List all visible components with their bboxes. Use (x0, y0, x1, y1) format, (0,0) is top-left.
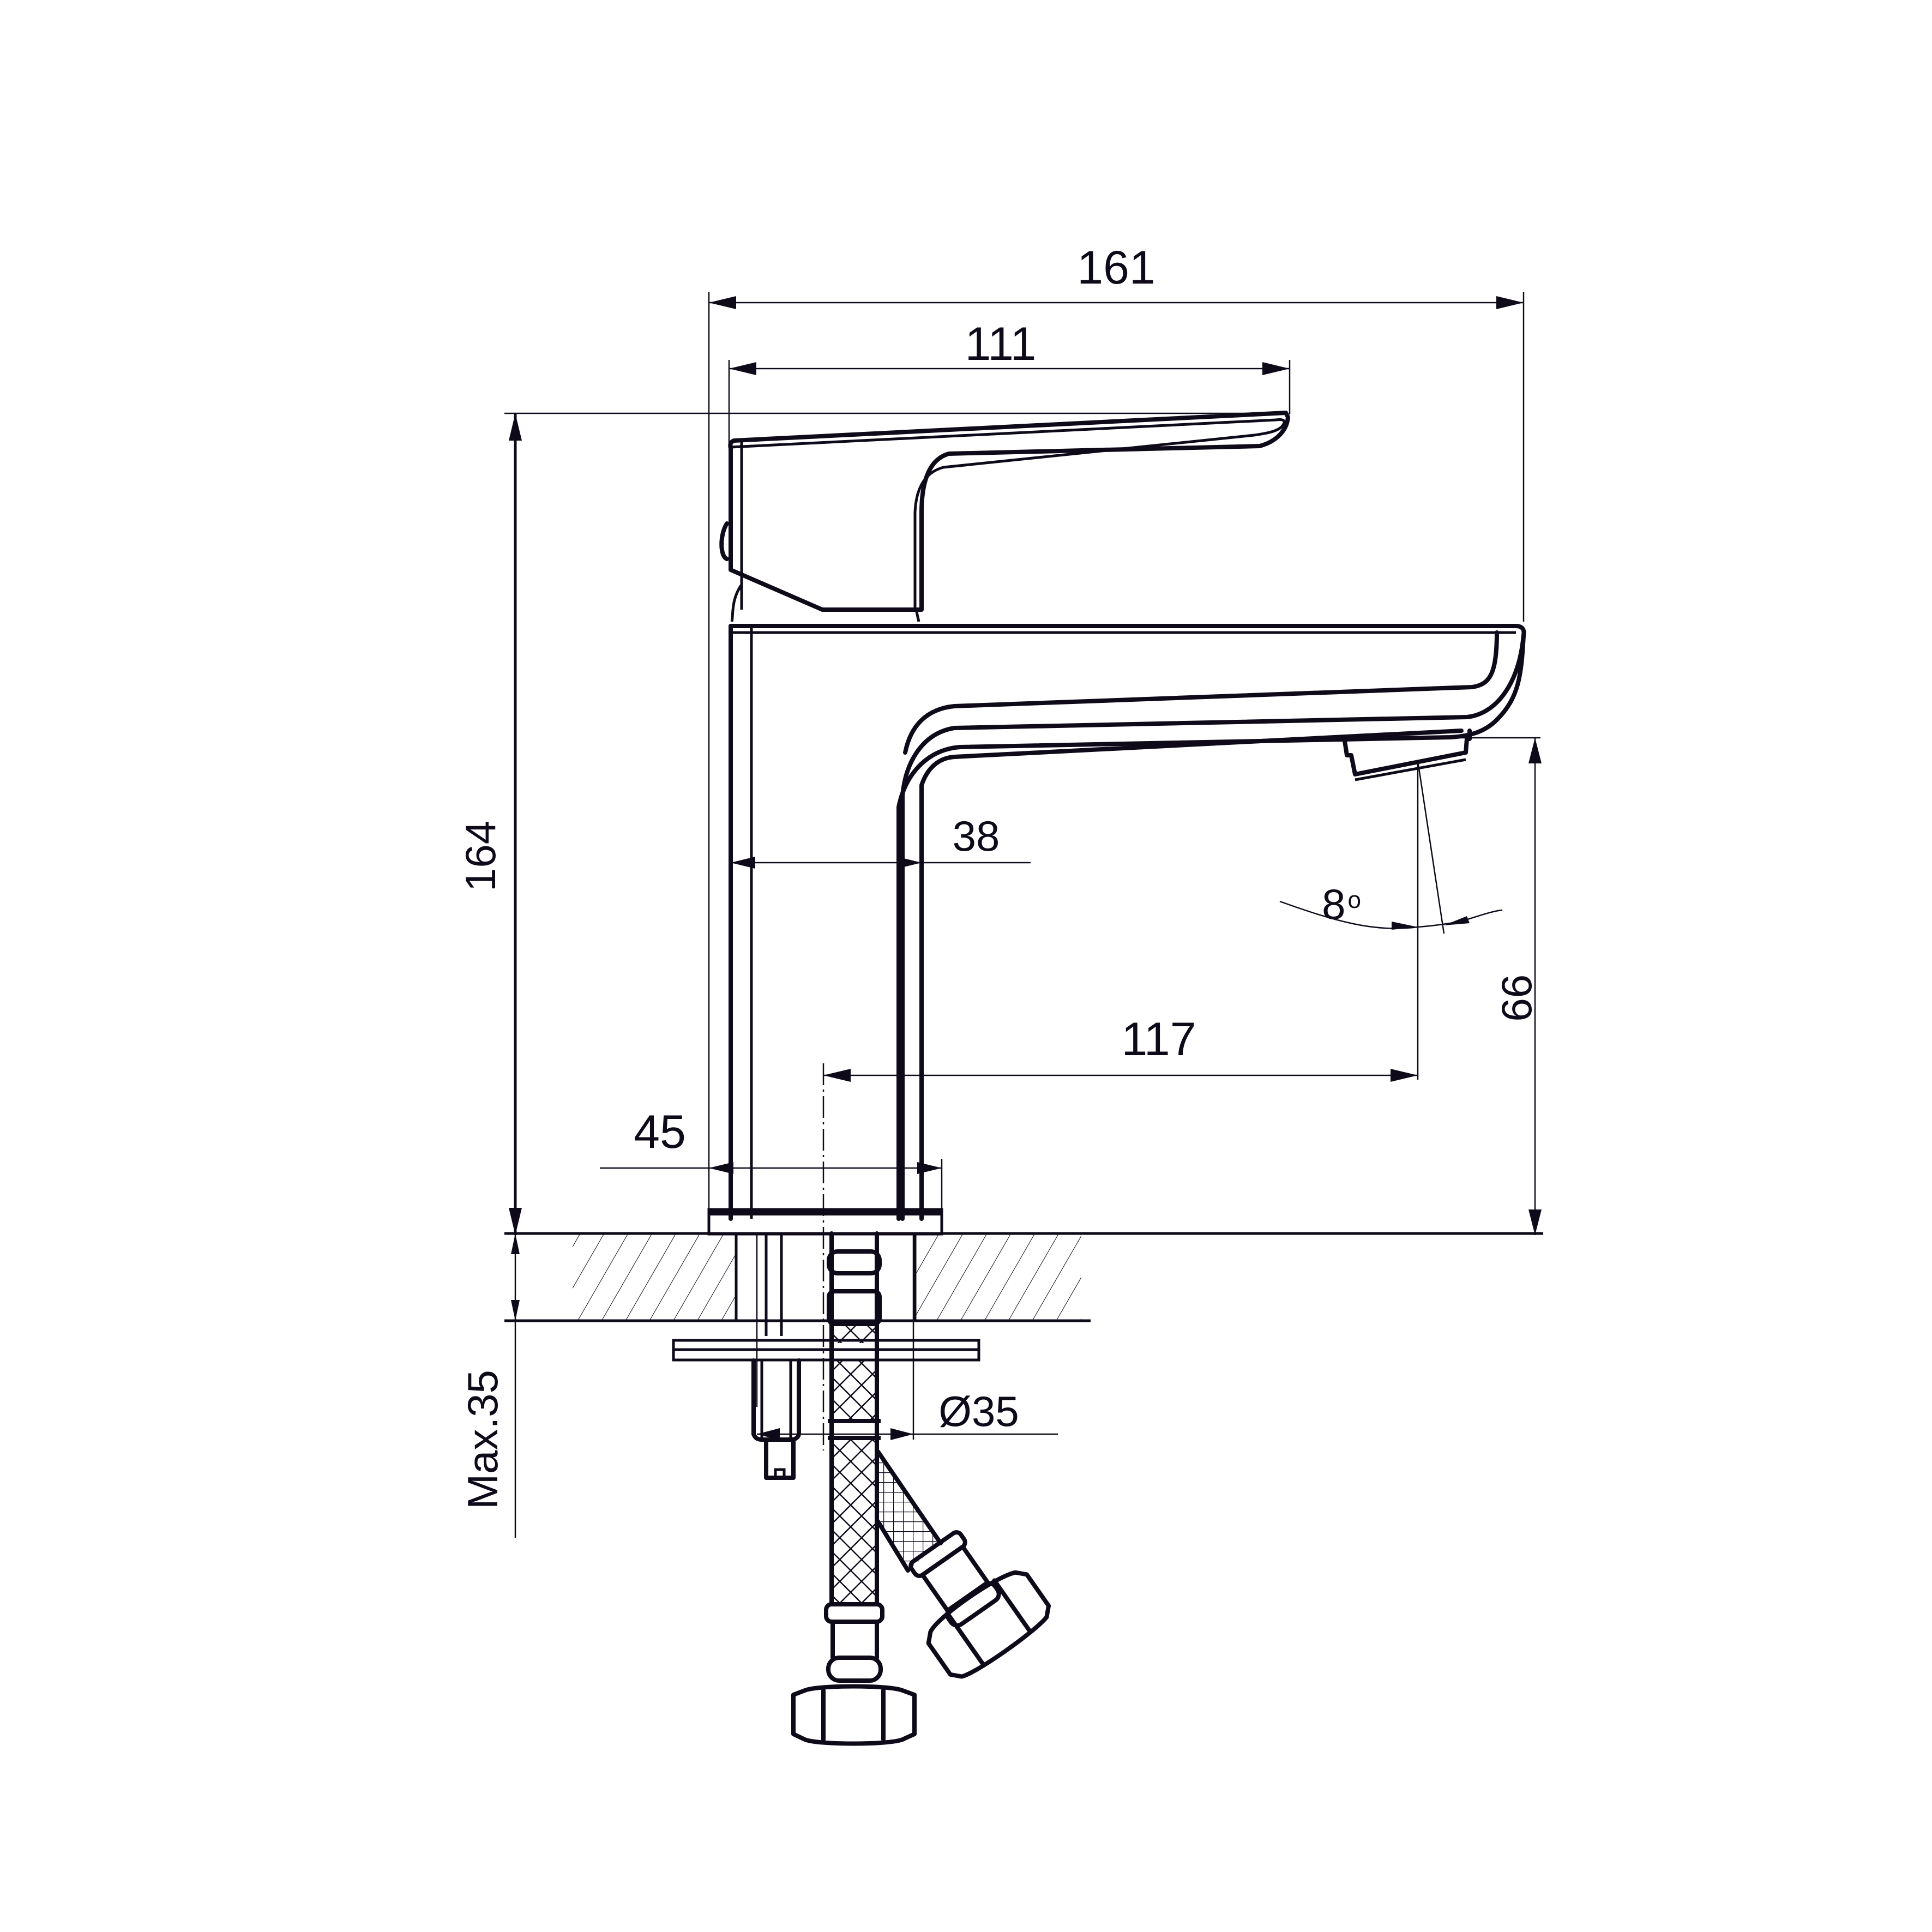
dim-label-diameter-35: Ø35 (938, 1387, 1019, 1435)
braided-hose-straight (824, 1358, 884, 1683)
dim-spout-angle: 8o (1279, 760, 1503, 1080)
dim-overall-height: 164 (456, 412, 1287, 1235)
dim-hole-diameter: Ø35 (757, 1387, 1058, 1440)
dim-label-8-degrees: 8o (1322, 880, 1361, 928)
base-flange (707, 1208, 943, 1236)
hex-nut-straight (791, 1684, 917, 1746)
dim-spout-reach: 117 (822, 1013, 1418, 1450)
dim-label-164: 164 (456, 821, 504, 892)
dim-body-width: 38 (731, 812, 1031, 869)
dim-label-117: 117 (1121, 1013, 1196, 1066)
braided-hose-angled (876, 1449, 1001, 1628)
dim-label-max-35: Max.35 (459, 1370, 507, 1509)
dim-label-45: 45 (634, 1106, 686, 1158)
dim-max-thickness: Max.35 (459, 1213, 520, 1538)
dim-base-diameter: 45 (600, 1106, 943, 1230)
lever-handle (719, 411, 1290, 622)
dim-overall-length: 161 (708, 242, 1525, 1230)
dim-label-111: 111 (965, 318, 1037, 370)
hex-nut-angled (926, 1570, 1051, 1679)
countertop-section (504, 1232, 1543, 1322)
dim-label-161: 161 (1077, 242, 1155, 294)
fixing-assembly (672, 1231, 980, 1480)
dim-lever-length: 111 (728, 318, 1291, 447)
spout-body (729, 624, 1526, 1221)
dim-spout-height: 99 (1421, 737, 1542, 1235)
dim-label-38: 38 (953, 812, 1000, 860)
dim-label-99: 99 (1493, 974, 1541, 1022)
